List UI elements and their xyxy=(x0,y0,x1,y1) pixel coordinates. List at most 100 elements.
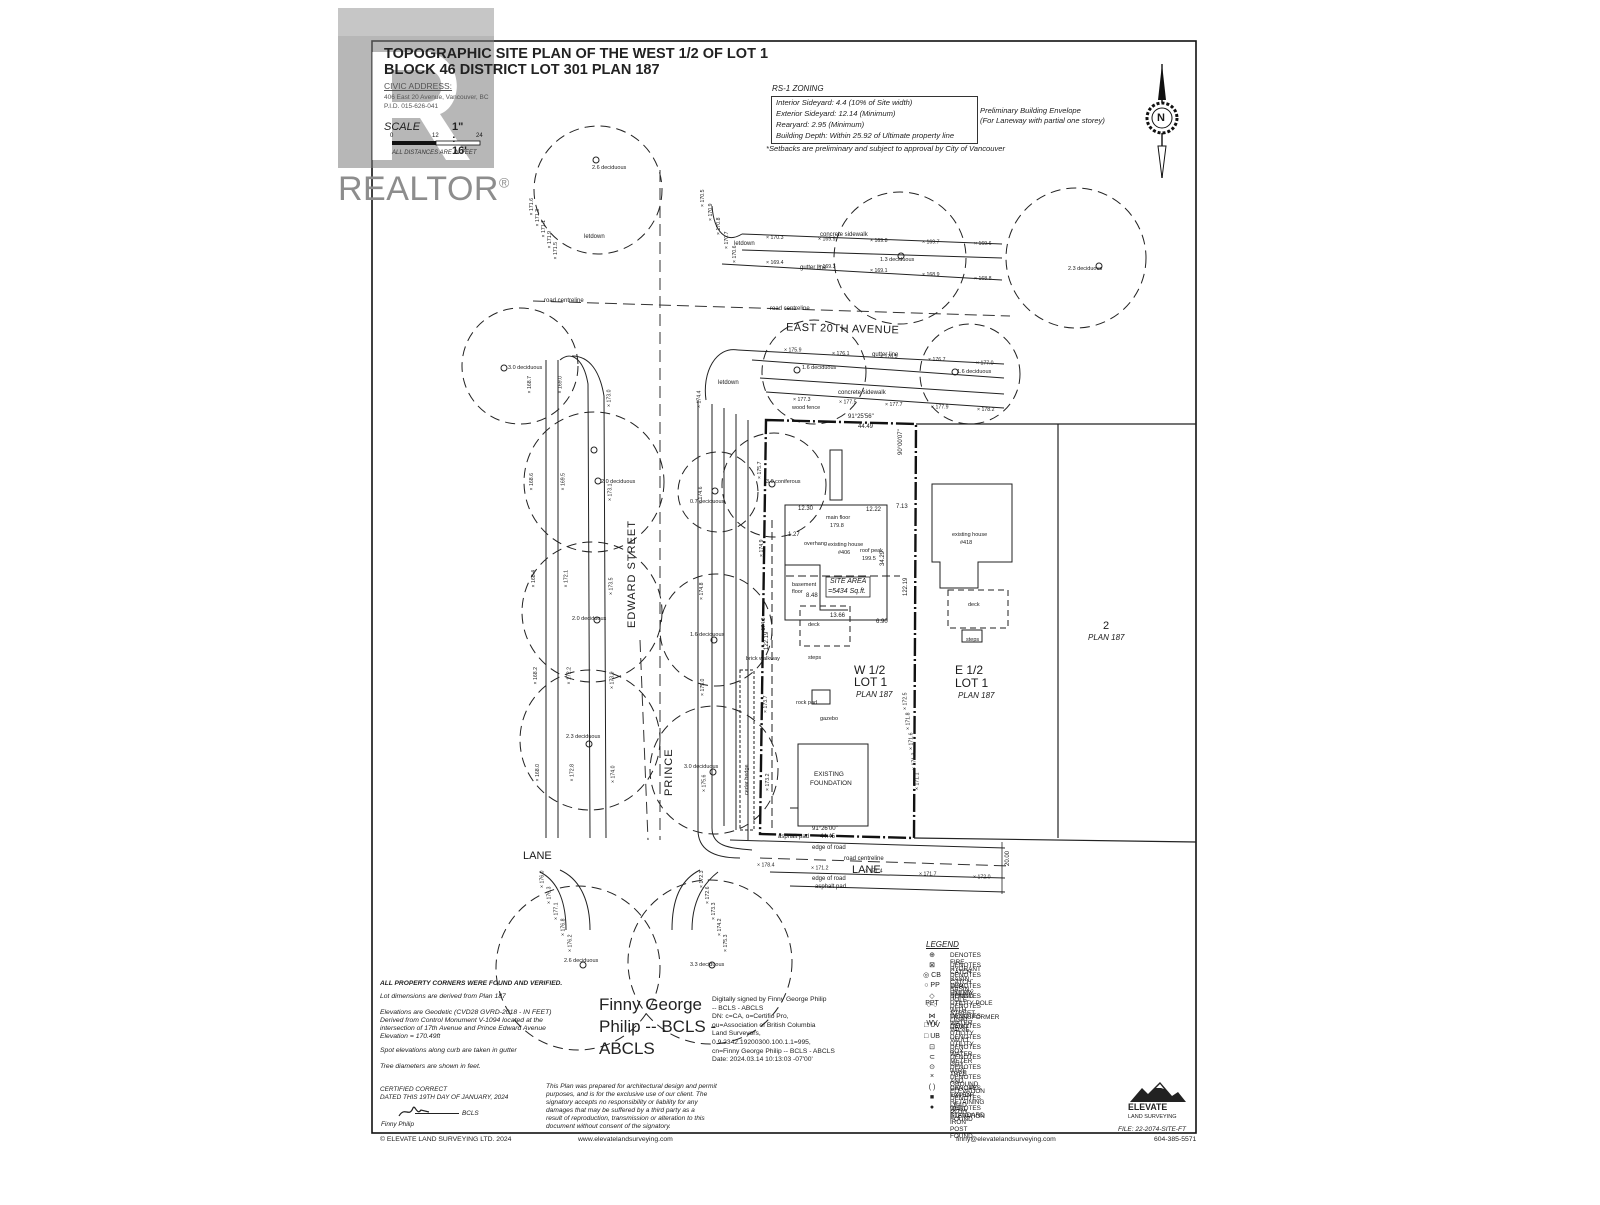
signature-detail-line: ou=Association of British Columbia xyxy=(712,1021,816,1029)
disclaimer: This Plan was prepared for architectural… xyxy=(546,1083,746,1131)
elevation-label: × 170.3 xyxy=(766,235,784,241)
signature-detail-line: cn=Finny George Philip -- BCLS - ABCLS xyxy=(712,1047,835,1055)
dim-34-29: 34.29 xyxy=(880,550,886,566)
note-elevations-2: Derived from Control Monument V-1094 loc… xyxy=(380,1017,543,1024)
surveyor-signature-icon xyxy=(398,1106,430,1117)
scale-ratio: 1" : 16' xyxy=(452,121,467,157)
zoning-depth: Building Depth: Within 25.92 of Ultimate… xyxy=(776,131,955,140)
zoning-exterior: Exterior Sideyard: 12.14 (Minimum) xyxy=(776,109,896,118)
avenue-lines xyxy=(704,205,1005,409)
street-lines xyxy=(545,355,753,859)
zoning-box xyxy=(771,96,978,144)
site-area-value: =5434 Sq.ft. xyxy=(828,588,866,595)
elevation-label: × 173.5 xyxy=(609,577,615,595)
west-lot-plan: PLAN 187 xyxy=(856,690,893,699)
legend-row: ⊠DENOTES CATCH BASIN - TOP ENTRY xyxy=(922,961,981,997)
existing-house-label: existing house xyxy=(828,542,864,548)
certification-name: Finny Philip xyxy=(381,1121,415,1128)
elevation-label: × 169.1 xyxy=(870,268,888,274)
elevate-logo-icon xyxy=(1130,1082,1186,1102)
certified-date: DATED THIS 19TH DAY OF JANUARY, 2024 xyxy=(380,1093,509,1101)
lane-south-label: LANE xyxy=(852,864,881,876)
east-lot-plan: PLAN 187 xyxy=(958,691,995,700)
plan-title-line2: BLOCK 46 DISTRICT LOT 301 PLAN 187 xyxy=(384,62,660,78)
note-elevations-1: Elevations are Geodetic (CVD28 GVRD-2018… xyxy=(380,1009,552,1016)
legend-text: DENOTES FIRE HYDRANT xyxy=(950,952,981,973)
elevation-label: × 173.3 xyxy=(711,902,717,920)
street-name-line2: PRINCE xyxy=(663,748,675,796)
elevation-label: × 176.1 xyxy=(832,351,850,357)
footer-website: www.elevatelandsurveying.com xyxy=(578,1136,673,1143)
legend-row: ⊙DENOTES TREE AND CANOPY EXTENT xyxy=(922,1063,981,1099)
elevation-label: × 175.3 xyxy=(723,934,729,952)
legend-symbol-icon: × xyxy=(929,1073,935,1081)
elevation-label: × 174.3 xyxy=(761,617,767,635)
property-boundary xyxy=(758,418,918,840)
legend-text: DENOTES WATER METER xyxy=(950,1043,981,1065)
elevation-label: × 173.9 xyxy=(610,671,616,689)
legend-symbol-icon: ○-○ xyxy=(926,1002,938,1009)
neighbour-house xyxy=(931,483,1013,643)
elevation-label: × 169.0 xyxy=(558,376,564,394)
dim-7-13: 7.13 xyxy=(896,504,908,510)
elevation-label: × 170.8 xyxy=(716,217,722,235)
tree-label-5: 1.6 deciduous xyxy=(802,365,837,371)
civic-address: CIVIC ADDRESS: 406 East 20 Avenue, Vanco… xyxy=(384,82,489,111)
note-elevations-4: Elevation = 170.49ft xyxy=(380,1033,441,1040)
dim-8-48: 8.48 xyxy=(806,593,818,599)
elevation-label: × 176.7 xyxy=(928,357,946,363)
site-area-box xyxy=(825,576,871,598)
signature-detail-line: Date: 2024.03.14 10:13:03 -07'00' xyxy=(712,1056,813,1064)
note-corners: ALL PROPERTY CORNERS WERE FOUND AND VERI… xyxy=(380,980,563,987)
elevation-label: × 172.6 xyxy=(705,886,711,904)
elevation-label: × 176.8 xyxy=(561,918,567,936)
legend-text: DENOTES WATER VALVE xyxy=(950,1013,981,1035)
neighbour-deck-label: deck xyxy=(968,602,980,608)
main-floor-label: main floor xyxy=(826,515,851,521)
legend-text: DENOTES TOP OF RETAINING WALL ELEVATION xyxy=(950,1084,985,1120)
roof-peak-elevation: 199.5 xyxy=(862,556,876,562)
tree-label-2: 1.3 deciduous xyxy=(880,257,915,263)
foundation-label-2: FOUNDATION xyxy=(810,780,852,787)
elevation-label: × 176.2 xyxy=(568,934,574,952)
note-tree-diameters: Tree diameters are shown in feet. xyxy=(380,1063,481,1070)
elevation-label: × 171.1 xyxy=(915,772,921,790)
road-centrelines xyxy=(532,170,1011,867)
elevation-label: × 176.3 xyxy=(547,886,553,904)
signature-detail-line: -- BCLS - ABCLS xyxy=(712,1004,764,1012)
signature-name-2: Philip -- BCLS - xyxy=(599,1017,717,1036)
elevation-label: × 175.0 xyxy=(700,678,706,696)
elevation-label: × 169.6 xyxy=(974,241,992,247)
legend-symbol-icon: ⊠ xyxy=(929,962,935,970)
legend-symbol-icon: □ UB xyxy=(924,1032,940,1040)
south-length: 44.45 xyxy=(820,834,836,840)
civic-pid: P.I.D. 015-626-041 xyxy=(384,103,439,110)
zoning-interior: Interior Sideyard: 4.4 (10% of Site widt… xyxy=(776,98,913,107)
elevation-label: × 170.9 xyxy=(708,203,714,221)
elevation-label: × 168.0 xyxy=(535,764,541,782)
north-length: 44.49 xyxy=(858,424,874,430)
legend-text: DENOTES UTILITY VAULT xyxy=(950,1023,981,1045)
brick-walkway-label: brick walkway xyxy=(746,656,780,662)
elevation-label: × 176.5 xyxy=(880,354,898,360)
tree-label-3: 2.3 deciduous xyxy=(1068,266,1103,272)
elevation-label: × 171.3 xyxy=(912,752,918,770)
elevation-label: × 174.4 xyxy=(697,390,703,408)
legend-text: DENOTES STANDARD IRON POST FOUND xyxy=(950,1105,985,1140)
elevation-label: × 168.2 xyxy=(533,667,539,685)
legend-symbol-icon: ⊙ xyxy=(929,1064,935,1072)
elevation-label: × 168.7 xyxy=(527,376,533,394)
west-lot-label-1: W 1/2 xyxy=(854,663,886,677)
existing-foundation xyxy=(790,743,869,827)
elevation-label: × 176.0 xyxy=(540,870,546,888)
elevation-label: × 171.6 xyxy=(529,198,535,216)
asphalt-pad-label: asphalt pad xyxy=(815,884,847,890)
elevation-label: × 172.3 xyxy=(699,870,705,888)
zoning-rearyard: Rearyard: 2.95 (Minimum) xyxy=(776,120,865,129)
elevation-label: × 171.3 xyxy=(535,209,541,227)
cedar-hedge-label: cedar hedge xyxy=(744,764,750,795)
elevation-label: × 168.4 xyxy=(531,570,537,588)
legend-row: ×DENOTES GROUND ELEVATION xyxy=(922,1073,985,1095)
